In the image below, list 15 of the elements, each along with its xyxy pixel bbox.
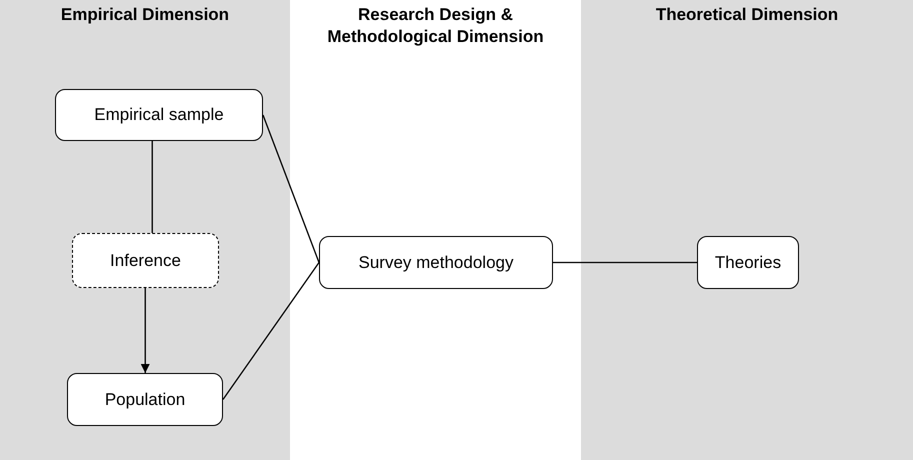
- band-heading: Theoretical Dimension: [654, 4, 840, 26]
- band-heading: Empirical Dimension: [60, 4, 230, 26]
- process-box: Empirical sample: [55, 89, 263, 141]
- process-box: Population: [67, 373, 223, 426]
- arrow: [140, 288, 150, 373]
- band-heading: Research Design & Methodological Dimension: [326, 4, 545, 48]
- connector-line: [553, 262, 697, 264]
- connector-line: [152, 141, 153, 233]
- dimension-band: [581, 0, 913, 460]
- connector-line: [222, 262, 320, 400]
- dashed-process-box: Inference: [72, 233, 219, 288]
- process-box: Survey methodology: [319, 236, 553, 289]
- process-box: Theories: [697, 236, 799, 289]
- dimension-band: [0, 0, 290, 460]
- connector-line: [262, 114, 320, 263]
